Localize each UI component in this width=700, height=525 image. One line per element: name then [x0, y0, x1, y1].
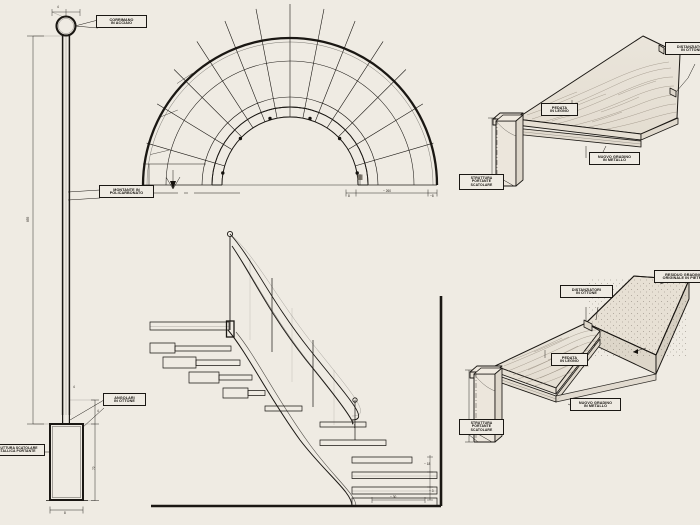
callout-angle-brass: ANGOLARI IN OTTONE: [103, 393, 146, 406]
dim-elev-nose: ~ 3: [429, 489, 434, 493]
dim-post-diameter: 4: [57, 5, 59, 9]
callout-box-structure-bottom: STRUTTURA PORTANTE SCATOLARE: [459, 419, 504, 436]
dim-base-height: 72: [92, 466, 96, 470]
axonometric-detail-bottom: [465, 275, 690, 443]
dim-plan-small-right: ~8: [430, 194, 434, 198]
dim-elev-riser: ~ 18: [424, 462, 431, 466]
dim-plan-small-left: 8: [348, 194, 350, 198]
callout-box-structure-left: STRUTTURA SCATOLARE METALLICA PORTANTE: [0, 444, 45, 457]
post-elevation-view: [27, 9, 105, 514]
callout-spacers-brass-bottom: DISTANZIATORI IN OTTONE: [560, 285, 613, 298]
callout-spacers-brass-top: DISTANZIATORI IN OTTONE: [665, 42, 700, 55]
callout-new-step-metal-top: NUOVO GRADINO IN METALLO: [589, 152, 640, 165]
callout-box-structure-top: STRUTTURA PORTANTE SCATOLARE: [459, 174, 504, 191]
dim-plan-run: ~ 260: [383, 189, 392, 193]
plan-view-semicircular-stair: [141, 4, 439, 253]
dim-base-offset: 4: [97, 409, 99, 413]
callout-tread-wood-bottom: PEDATA IN LEGNO: [551, 353, 588, 366]
dim-elev-tread: ~ 30: [390, 495, 397, 499]
callout-tread-wood-top: PEDATA IN LEGNO: [541, 103, 578, 116]
callout-post-polycarbonate: MONTANTE IN POLICARBONATO: [99, 185, 154, 198]
dim-post-width: 4: [73, 385, 75, 389]
dim-post-height: 855: [26, 216, 30, 222]
callout-stone-remnant: RESIDUO GRADINO ORIGINALE IN PIETRA: [654, 270, 700, 283]
callout-new-step-metal-bottom: NUOVO GRADINO IN METALLO: [570, 398, 621, 411]
dim-base-width: 8: [64, 511, 66, 515]
callout-handrail-steel: CORRIMANO IN ACCIAIO: [96, 15, 147, 28]
elevation-view-curved-stair: [149, 230, 443, 508]
